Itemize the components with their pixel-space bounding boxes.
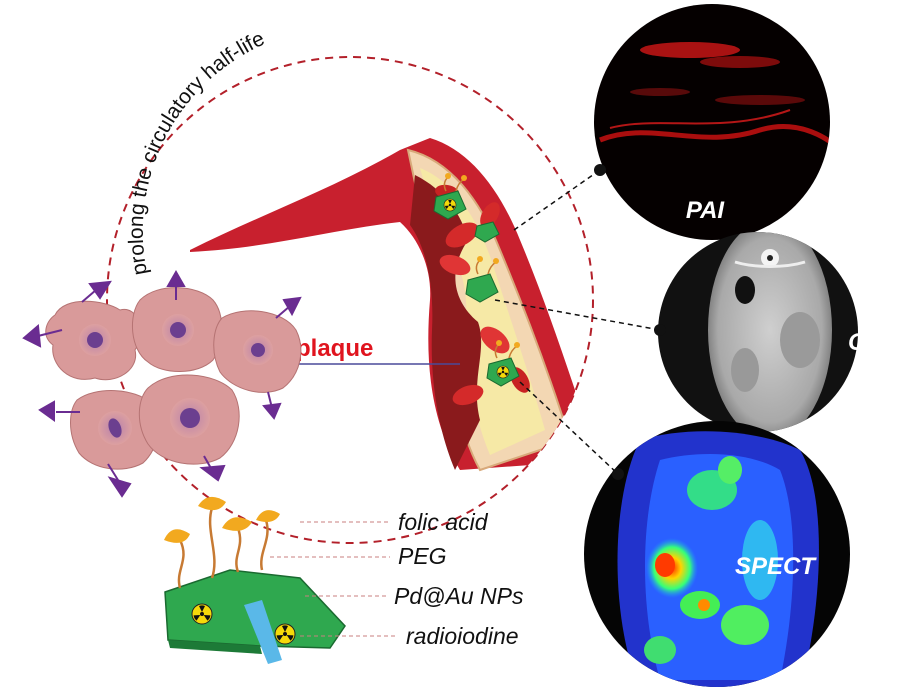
spect-label: SPECT [735, 553, 817, 580]
pai-image: PAI [594, 4, 830, 240]
label-pdau: Pd@Au NPs [394, 583, 524, 609]
nanoparticle-in-vessel [474, 221, 500, 243]
receptor-icon [81, 280, 112, 303]
cell-icon [45, 300, 141, 381]
spect-image: SPECT [584, 421, 850, 687]
ct-label: CT [848, 329, 882, 356]
connector-dot-ct [654, 324, 666, 336]
cell-icon [131, 287, 223, 372]
pdau-sheet-edge [168, 640, 262, 654]
receptor-icon [166, 269, 186, 300]
radiation-icon [496, 365, 510, 379]
red-blood-cell [480, 202, 500, 228]
receptor-icon [262, 391, 282, 420]
pai-label: PAI [686, 197, 726, 224]
folic-acid-icon [256, 510, 280, 522]
receptor-icon [22, 323, 63, 348]
red-blood-cell [445, 222, 479, 248]
sheet-gap [244, 600, 282, 664]
nanoparticle-in-vessel [486, 340, 520, 387]
red-blood-cell [452, 384, 484, 406]
blood-vessel [190, 138, 593, 472]
folic-acid-icon [222, 517, 252, 531]
cell-cluster [22, 269, 302, 498]
radiation-icon [191, 603, 213, 625]
peg-chains [177, 507, 269, 589]
cell-icon [138, 374, 240, 465]
cell-icon [213, 310, 302, 393]
radiation-icon [443, 198, 457, 212]
receptor-icon [275, 296, 302, 319]
radiation-icon [274, 623, 296, 645]
label-peg: PEG [398, 543, 447, 569]
label-radioiodine: radioiodine [406, 623, 519, 649]
ct-image: CT [658, 232, 882, 432]
receptor-group [22, 269, 302, 498]
plaque-label: plaque [296, 335, 373, 362]
connector-lines [494, 164, 666, 480]
receptor-icon [38, 400, 80, 422]
receptor-icon [199, 455, 226, 482]
nanoparticle-in-vessel [433, 173, 467, 220]
folic-acid-group [164, 496, 280, 543]
connector-dot-pai [594, 164, 606, 176]
red-blood-cell [480, 326, 510, 354]
magnifier-dashed-circle [106, 56, 594, 544]
connector-spect [519, 381, 619, 475]
connector-pai [513, 169, 601, 231]
connector-dot-spect [612, 468, 624, 480]
cell-icon [70, 390, 159, 470]
connector-ct [494, 299, 661, 331]
nanoparticle-in-vessel [465, 256, 499, 303]
folic-acid-icon [198, 496, 226, 511]
receptor-icon [107, 463, 132, 498]
nanoparticle-schematic [164, 496, 346, 664]
red-blood-cell [439, 254, 471, 276]
component-legend: folic acid PEG Pd@Au NPs radioiodine [270, 509, 524, 649]
label-folic-acid: folic acid [398, 509, 489, 535]
folic-acid-icon [164, 529, 190, 543]
